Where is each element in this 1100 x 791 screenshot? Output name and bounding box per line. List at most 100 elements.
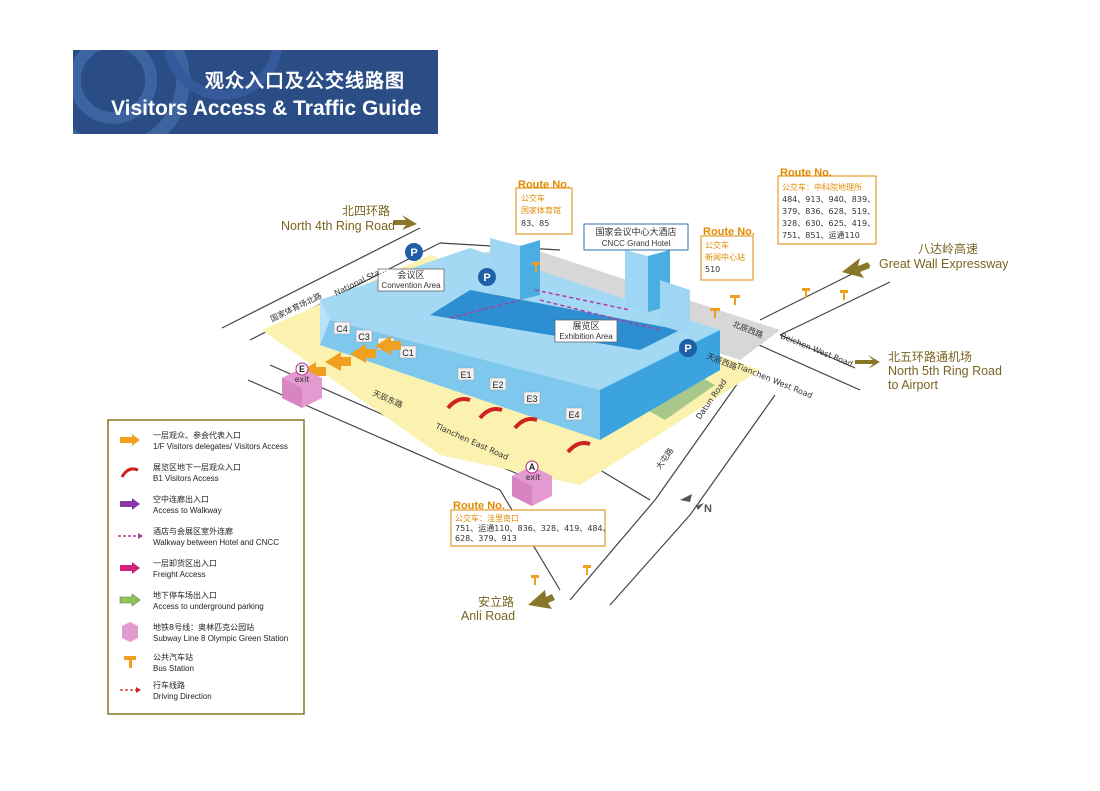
road-north5th-cn: 北五环路通机场 (888, 349, 972, 364)
route-box-3: Route No. 公交车：中科院地理所 484、913、940、839、 37… (777, 167, 877, 245)
svg-text:A: A (529, 462, 536, 472)
legend-label-cn: 一层卸货区出入口 (153, 558, 217, 568)
legend-label-cn: 酒店与会展区室外连廊 (153, 526, 233, 536)
gate-marker (355, 329, 373, 343)
hotel-label: 国家会议中心大酒店 CNCC Grand Hotel (583, 223, 689, 251)
svg-text:751、851、运通110: 751、851、运通110 (782, 230, 860, 240)
svg-text:新闻中心站: 新闻中心站 (705, 252, 745, 262)
legend-label-cn: 空中连廊出入口 (153, 494, 209, 504)
subway-icon (122, 622, 138, 642)
driving-direction-icon (120, 687, 141, 693)
gate-marker (333, 321, 351, 335)
svg-text:展览区: 展览区 (572, 320, 599, 332)
svg-text:Route No.: Route No. (703, 226, 755, 238)
exhibition-area-label: 展览区 Exhibition Area (554, 319, 618, 343)
svg-text:国家会议中心大酒店: 国家会议中心大酒店 (595, 226, 676, 238)
svg-text:公交车: 公交车 (521, 193, 545, 203)
legend: 一层观众、参会代表入口 1/F Visitors delegates/ Visit… (118, 430, 288, 701)
street-beichen-west-en: Beichen West Road (779, 332, 854, 369)
legend-label-en: B1 Visitors Access (153, 474, 219, 483)
svg-text:Route No.: Route No. (780, 167, 832, 179)
visitor-access-arrows (300, 336, 401, 381)
legend-label-cn: 展览区地下一层观众入口 (153, 462, 241, 472)
gate-marker (457, 367, 475, 381)
svg-text:328、630、625、419、: 328、630、625、419、 (782, 219, 875, 228)
svg-text:628、379、913: 628、379、913 (455, 534, 517, 543)
legend-item: 酒店与会展区室外连廊 Walkway between Hotel and CNCC (118, 526, 279, 547)
subway-exit-a: A exit (512, 460, 552, 506)
convention-area-label: 会议区 Convention Area (377, 268, 445, 292)
svg-text:379、836、628、519、: 379、836、628、519、 (782, 207, 875, 216)
street-tianchen-west-en: Tianchen West Road (734, 361, 814, 400)
svg-text:E: E (299, 364, 305, 374)
gate-label: E2 (492, 380, 503, 390)
legend-item: 空中连廊出入口 Access to Walkway (120, 494, 222, 515)
road-north4th-cn: 北四环路 (342, 203, 390, 218)
banner-decoration (73, 50, 283, 134)
road-badaling-cn: 八达岭高速 (918, 241, 978, 256)
svg-text:Route No.: Route No. (518, 179, 570, 191)
b1-access-arrows (446, 397, 591, 454)
parking-icon: P (684, 343, 691, 355)
svg-text:751、运通110、836、328、419、484、: 751、运通110、836、328、419、484、 (455, 523, 611, 533)
street-datun-cn: 大屯路 (653, 446, 675, 471)
red-curved-arrow-icon (120, 467, 139, 478)
bus-stop-markers (531, 262, 848, 585)
legend-label-cn: 地下停车场出入口 (153, 590, 217, 600)
legend-box (107, 419, 305, 715)
svg-text:484、913、940、839、: 484、913、940、839、 (782, 195, 875, 204)
magenta-arrow-icon (120, 562, 140, 574)
road-anli-cn: 安立路 (478, 594, 514, 609)
purple-arrow-icon (120, 498, 140, 510)
gate-marker (565, 407, 583, 421)
gate-label: E1 (460, 370, 471, 380)
gate-label: C1 (402, 348, 414, 358)
green-arrow-icon (119, 593, 141, 607)
parking-letters: P P P (410, 247, 691, 355)
road-north4th-en: North 4th Ring Road (281, 219, 395, 233)
svg-text:N: N (704, 503, 712, 515)
svg-text:exit: exit (526, 473, 541, 482)
parking-icon: P (483, 272, 490, 284)
legend-label-en: 1/F Visitors delegates/ Visitors Access (153, 442, 288, 451)
title-banner: 观众入口及公交线路图 Visitors Access & Traffic Gui… (73, 50, 438, 134)
legend-item: 展览区地下一层观众入口 B1 Visitors Access (120, 462, 241, 483)
road-badaling-en: Great Wall Expressway (879, 257, 1009, 271)
gate-label: E4 (568, 410, 579, 420)
legend-label-en: Freight Access (153, 570, 205, 579)
gate-label: E3 (526, 394, 537, 404)
legend-label-en: Access to Walkway (153, 506, 222, 515)
purple-dashed-arrow-icon (118, 533, 143, 539)
svg-text:公交车: 公交车 (705, 240, 729, 250)
svg-text:Route No.: Route No. (453, 500, 505, 512)
direction-arrows (394, 215, 880, 609)
legend-label-en: Bus Station (153, 664, 194, 673)
road-north5th-en-2: to Airport (888, 378, 939, 392)
svg-text:510: 510 (705, 265, 720, 274)
svg-text:Convention Area: Convention Area (381, 281, 441, 290)
svg-text:公交车：洼里南口: 公交车：洼里南口 (455, 513, 519, 523)
orange-arrow-icon (120, 434, 140, 446)
bus-stop-icon (124, 656, 136, 668)
legend-label-cn: 一层观众、参会代表入口 (153, 430, 241, 440)
legend-label-cn: 行车线路 (153, 680, 185, 690)
legend-item: 一层观众、参会代表入口 1/F Visitors delegates/ Visit… (120, 430, 288, 451)
page-title-en: Visitors Access & Traffic Guide (111, 97, 422, 120)
walkway-arrows (449, 289, 661, 331)
parking-icon: P (410, 247, 417, 259)
gate-marker (523, 391, 541, 405)
north-arrow-icon: N (680, 494, 712, 515)
svg-text:exit: exit (295, 375, 310, 384)
gate-label: C3 (358, 332, 370, 342)
legend-label-cn: 地铁8号线：奥林匹克公园站 (153, 622, 254, 632)
subway-exit-e: E exit (282, 362, 322, 408)
legend-label-en: Access to underground parking (153, 602, 264, 611)
legend-label-en: Walkway between Hotel and CNCC (153, 538, 279, 547)
legend-label-en: Subway Line 8 Olympic Green Station (153, 634, 288, 643)
svg-text:会议区: 会议区 (397, 269, 424, 281)
gate-marker (399, 345, 417, 359)
road-anli-en: Anli Road (461, 609, 515, 623)
